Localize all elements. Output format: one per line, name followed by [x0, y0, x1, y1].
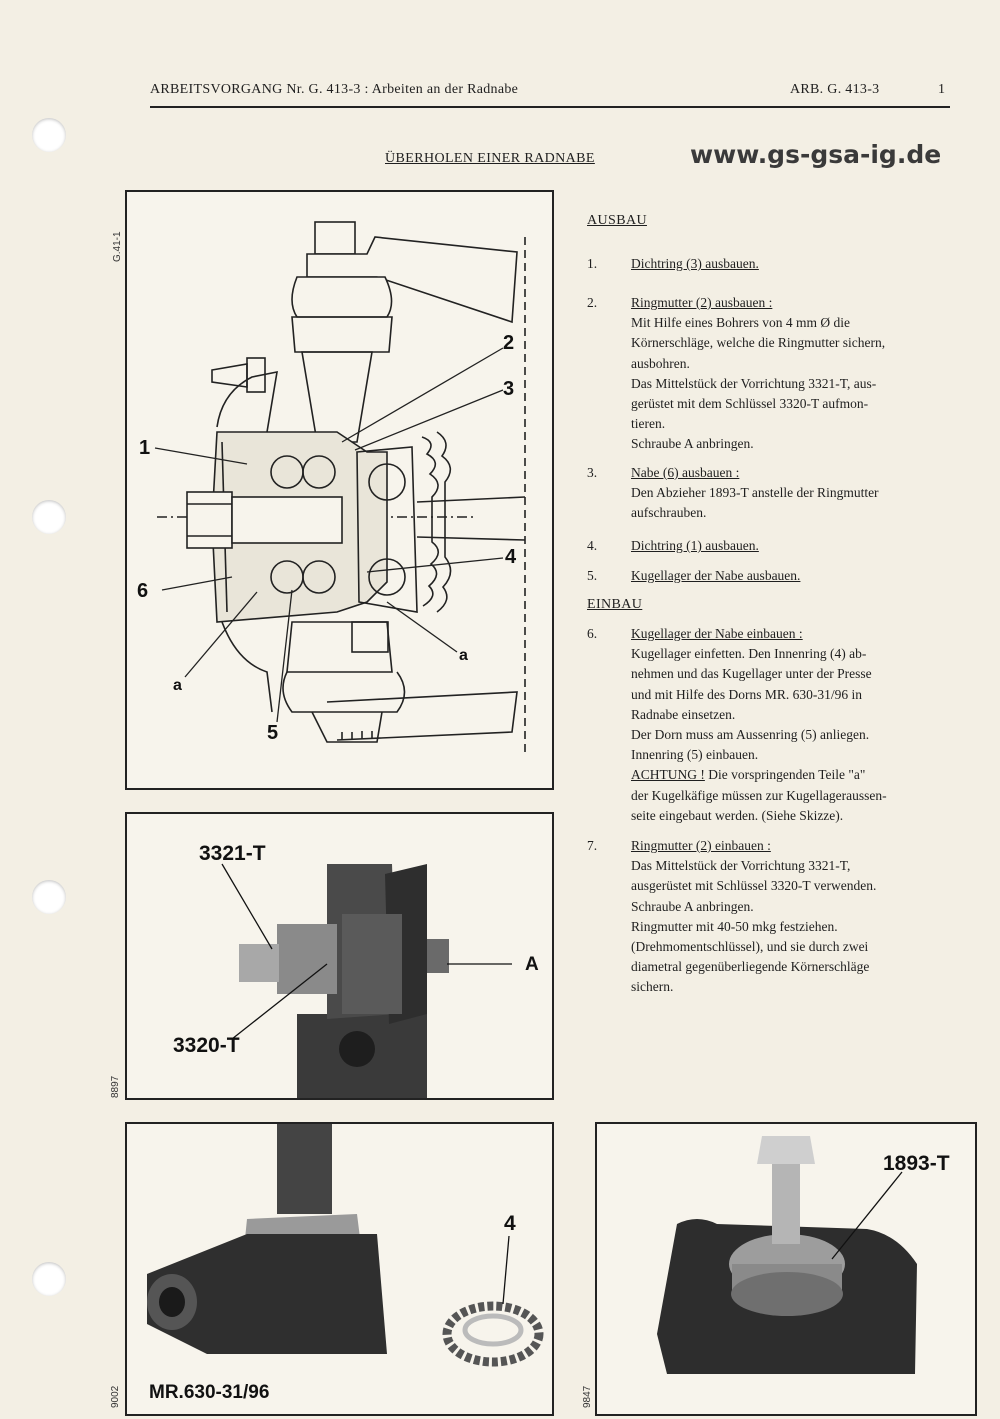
page-number: 1: [938, 82, 946, 97]
callout-1: 1: [139, 437, 151, 459]
einbau-step-6: 6. Kugellager der Nabe einbauen : Kugell…: [587, 626, 887, 823]
binder-hole-lower-middle: [32, 880, 66, 914]
label-part-4: 4: [504, 1212, 516, 1235]
hub-section-svg: [154, 221, 526, 752]
callout-5: 5: [267, 722, 279, 744]
callout-a-right: a: [459, 647, 468, 664]
ausbau-step-1: 1. Dichtring (3) ausbauen.: [587, 256, 759, 271]
mandrel-photo-svg: [147, 1124, 544, 1367]
header-code: ARB. G. 413-3: [790, 82, 880, 97]
binder-hole-upper-middle: [32, 500, 66, 534]
puller-photo: 1893-T: [595, 1122, 977, 1416]
hub-section-drawing: 1 2 3 4 5 6 a a: [125, 190, 554, 790]
label-3320-t: 3320-T: [173, 1034, 240, 1057]
figure3-code: 9002: [110, 1385, 121, 1408]
header-rule: [150, 106, 950, 108]
figure1-code: G.41-1: [112, 231, 123, 262]
mandrel-photo: 4 MR.630-31/96: [125, 1122, 554, 1416]
puller-photo-svg: [657, 1136, 917, 1374]
tool-photo-svg: [221, 863, 512, 1098]
attention-label: ACHTUNG !: [631, 767, 705, 783]
label-mr-630-31-96: MR.630-31/96: [149, 1382, 270, 1403]
einbau-step-7: 7. Ringmutter (2) einbauen : Das Mittels…: [587, 838, 877, 995]
label-a: A: [525, 954, 539, 975]
callout-3: 3: [503, 378, 515, 400]
section-ausbau: AUSBAU: [587, 213, 647, 228]
website-watermark: www.gs-gsa-ig.de: [690, 140, 942, 169]
figure4-code: 9847: [582, 1385, 593, 1408]
section-einbau: EINBAU: [587, 597, 643, 612]
callout-6: 6: [137, 580, 149, 602]
ausbau-step-4: 4. Dichtring (1) ausbauen.: [587, 538, 759, 553]
label-1893-t: 1893-T: [883, 1152, 950, 1175]
binder-hole-top: [32, 118, 66, 152]
callout-4: 4: [505, 546, 517, 568]
label-3321-t: 3321-T: [199, 842, 266, 865]
callout-a-left: a: [173, 677, 182, 694]
ausbau-step-2: 2. Ringmutter (2) ausbauen : Mit Hilfe e…: [587, 295, 886, 452]
ausbau-step-5: 5. Kugellager der Nabe ausbauen.: [587, 568, 801, 583]
tool-photo-3321: 3321-T 3320-T A: [125, 812, 554, 1100]
binder-hole-bottom: [32, 1262, 66, 1296]
header-procedure: ARBEITSVORGANG Nr. G. 413-3 : Arbeiten a…: [150, 82, 519, 97]
ausbau-step-3: 3. Nabe (6) ausbauen : Den Abzieher 1893…: [587, 465, 879, 521]
callout-2: 2: [503, 332, 515, 354]
figure2-code: 8897: [110, 1075, 121, 1098]
page-title: ÜBERHOLEN EINER RADNABE: [385, 151, 595, 166]
